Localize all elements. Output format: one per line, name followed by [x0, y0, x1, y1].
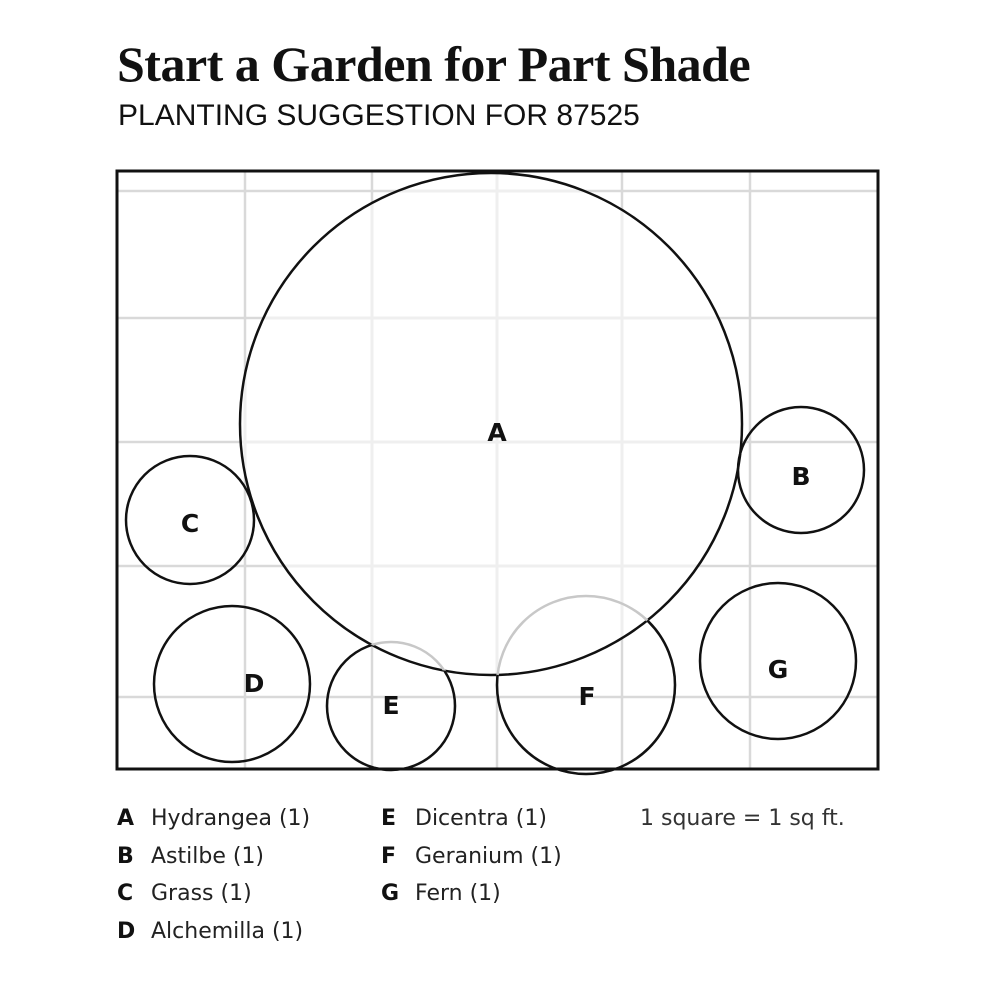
plant-label: A	[487, 418, 507, 447]
scale-note: 1 square = 1 sq ft.	[640, 806, 845, 831]
plant-label: C	[181, 509, 199, 538]
plant-label: D	[244, 669, 265, 698]
plant-e-dicentra: E	[325, 640, 457, 772]
plant-g-fern: G	[698, 581, 858, 741]
plant-a-hydrangea: A	[238, 171, 744, 677]
plant-b-astilbe: B	[736, 405, 866, 535]
grid-lines	[117, 171, 878, 769]
plant-f-geranium: F	[495, 594, 677, 776]
plant-label: E	[382, 691, 399, 720]
plant-label: B	[791, 462, 810, 491]
page-title: Start a Garden for Part Shade	[117, 36, 751, 92]
plant-label: F	[578, 682, 595, 711]
page-subtitle: PLANTING SUGGESTION FOR 87525	[118, 99, 640, 132]
plant-d-alchemilla: D	[152, 604, 312, 764]
plant-label: G	[768, 655, 789, 684]
plan-border	[115, 169, 880, 771]
plant-c-grass: C	[124, 454, 256, 586]
